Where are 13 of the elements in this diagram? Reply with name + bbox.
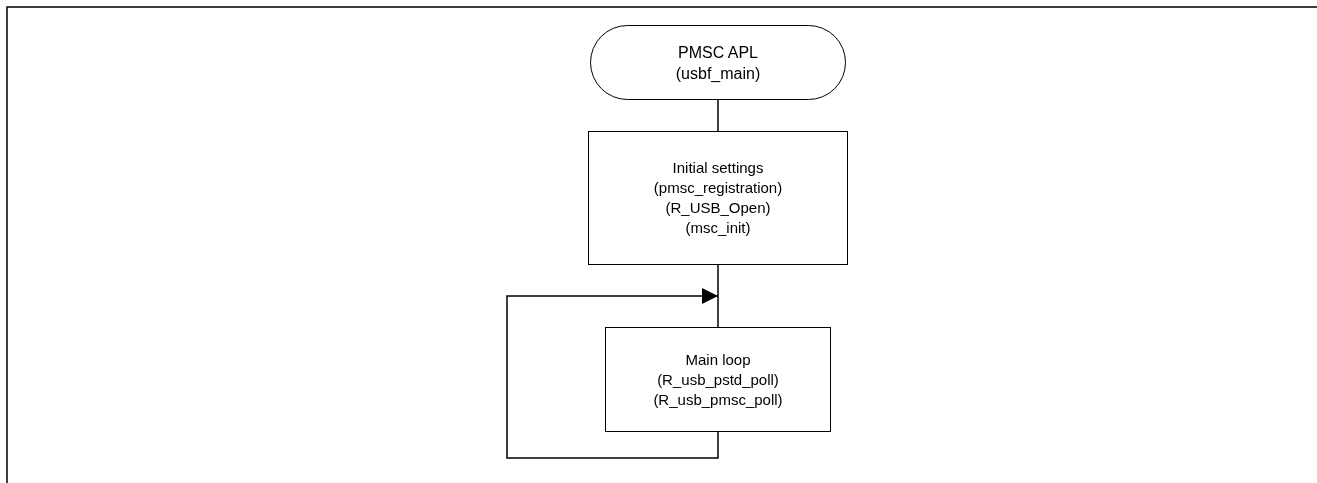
- function-name: (msc_init): [685, 218, 751, 238]
- loop-arrow: [506, 288, 719, 459]
- node-title: Initial settings: [672, 158, 764, 178]
- connector-line: [717, 264, 719, 328]
- function-name: (pmsc_registration): [653, 178, 783, 198]
- process-box: [605, 327, 831, 432]
- function-name: (R_usb_pmsc_poll): [653, 389, 783, 410]
- function-name: (R_USB_Open): [665, 198, 771, 218]
- node-title: PMSC APL (usbf_main): [674, 42, 762, 84]
- process-box: [588, 131, 848, 265]
- node-title: Main loop: [685, 349, 751, 370]
- connector-line: [717, 99, 719, 132]
- function-name: (R_usb_pstd_poll): [657, 369, 779, 390]
